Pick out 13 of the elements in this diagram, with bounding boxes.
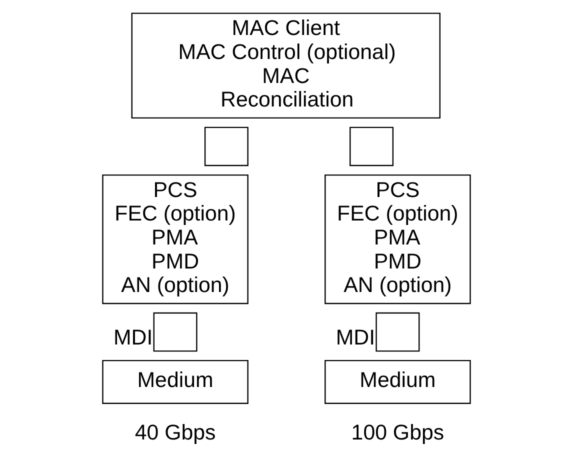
node-box bbox=[204, 126, 248, 166]
node-box bbox=[376, 312, 420, 352]
node-box: Medium bbox=[102, 360, 248, 404]
node-label: MDI bbox=[113, 325, 153, 350]
node-box bbox=[153, 312, 198, 352]
label: 100 Gbps bbox=[351, 420, 444, 445]
node-label: MDI bbox=[336, 325, 376, 350]
node-box: MAC Client MAC Control (optional) MAC Reconciliation bbox=[131, 12, 441, 119]
node-box: PCS FEC (option) PMA PMD AN (option) bbox=[324, 174, 471, 304]
node-box: Medium bbox=[324, 360, 471, 404]
node-box bbox=[350, 126, 394, 166]
label: 40 Gbps bbox=[134, 420, 216, 445]
node-box: PCS FEC (option) PMA PMD AN (option) bbox=[102, 174, 248, 304]
